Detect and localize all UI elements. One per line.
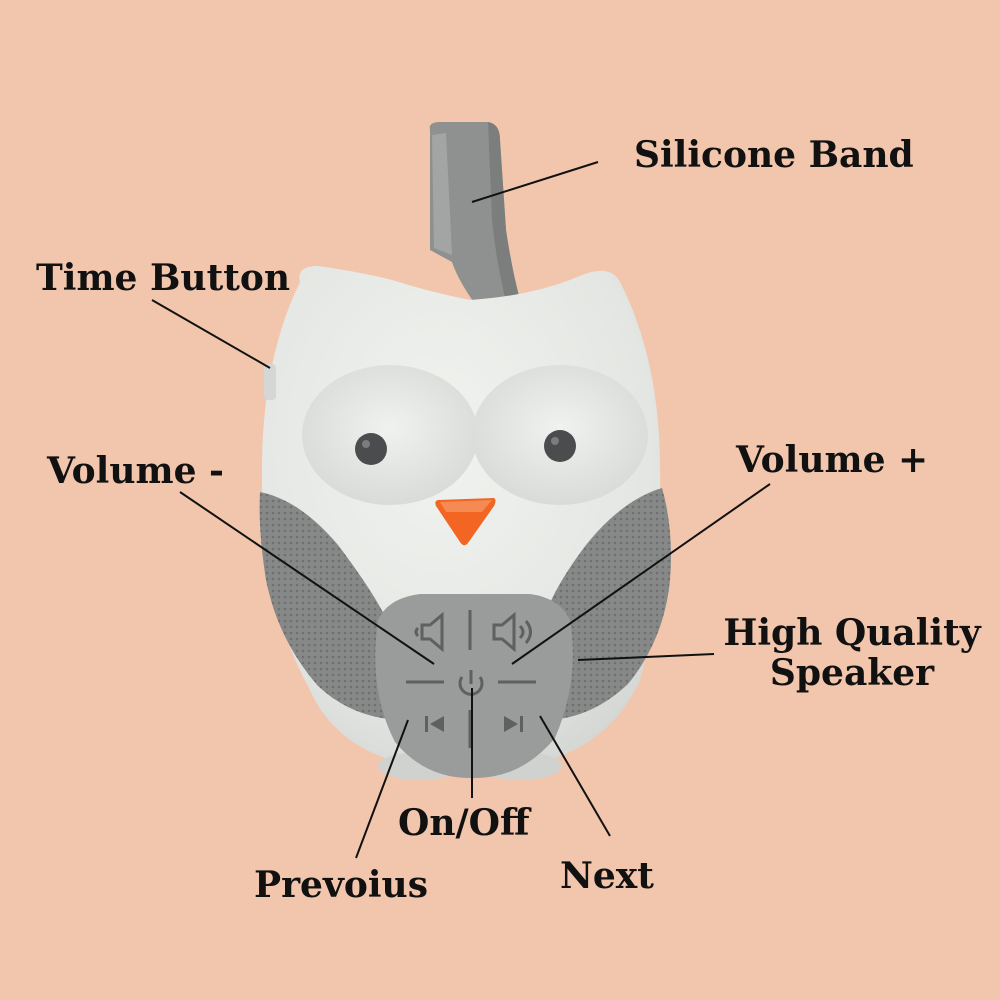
eye-left xyxy=(355,433,387,465)
volume-down-icon xyxy=(414,611,444,653)
eye-socket-left xyxy=(302,365,478,505)
eye-right xyxy=(544,430,576,462)
leader-next xyxy=(539,715,611,837)
leader-time-button xyxy=(151,299,271,369)
label-speaker-line2: Speaker xyxy=(769,652,935,694)
next-track-icon xyxy=(504,716,523,732)
label-high-quality-speaker: High Quality Speaker xyxy=(716,613,988,693)
label-next: Next xyxy=(560,855,654,897)
silicone-band xyxy=(429,122,520,304)
label-volume-down: Volume - xyxy=(47,450,224,492)
label-silicone-band: Silicone Band xyxy=(634,134,914,176)
label-previous: Prevoius xyxy=(254,864,428,906)
time-button-nub xyxy=(264,364,276,400)
label-on-off: On/Off xyxy=(398,802,530,844)
volume-up-icon xyxy=(492,611,532,653)
leader-volume-down xyxy=(179,491,435,665)
control-panel xyxy=(375,594,573,779)
label-speaker-line1: High Quality xyxy=(723,612,981,654)
leader-lines xyxy=(151,161,771,859)
leader-speaker xyxy=(577,653,715,661)
label-time-button: Time Button xyxy=(36,257,291,299)
previous-track-icon xyxy=(425,716,444,732)
leader-previous xyxy=(355,719,409,859)
leader-silicone-band xyxy=(471,161,599,203)
leader-volume-up xyxy=(511,483,771,665)
label-volume-up: Volume + xyxy=(736,439,929,481)
wing-left-speaker-mesh xyxy=(259,492,401,720)
